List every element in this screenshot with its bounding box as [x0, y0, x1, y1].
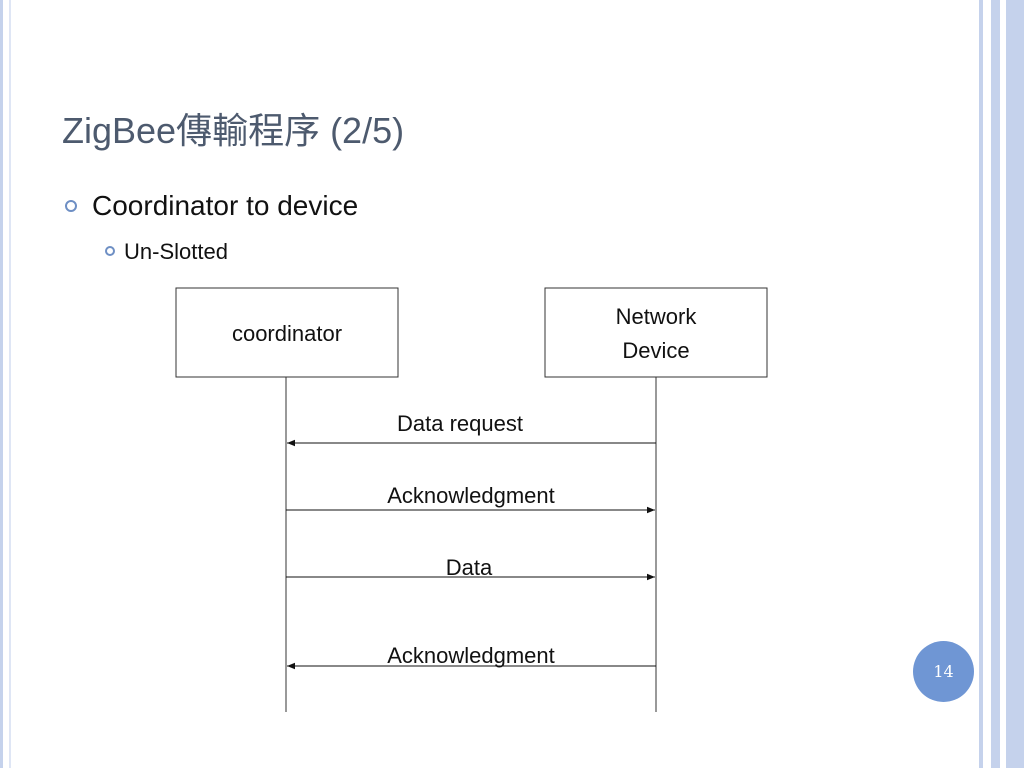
slide-number-badge: 14: [913, 641, 974, 702]
bullet-icon: [65, 200, 77, 212]
slide-title: ZigBee傳輸程序 (2/5): [62, 110, 405, 151]
acknowledgment-label-1: Acknowledgment: [387, 483, 555, 508]
acknowledgment-label-2: Acknowledgment: [387, 643, 555, 668]
coordinator-label: coordinator: [232, 321, 342, 346]
sub-bullet-icon: [105, 246, 115, 256]
left-edge-stripe: [0, 0, 3, 768]
network-device-label-line1: Network: [616, 304, 698, 329]
bullet-level1-text: Coordinator to device: [92, 190, 359, 221]
right-edge-stripe-inner: [1006, 0, 1024, 768]
right-edge-stripe-outer: [979, 0, 983, 768]
bullet-level2-text: Un-Slotted: [124, 239, 228, 264]
right-edge-stripe-mid: [991, 0, 1000, 768]
network-device-label-line2: Device: [622, 338, 689, 363]
data-request-label: Data request: [397, 411, 523, 436]
network-device-box: [544, 287, 768, 378]
coordinator-box: [175, 287, 399, 378]
data-label: Data: [446, 555, 493, 580]
left-edge-stripe-line: [9, 0, 11, 768]
